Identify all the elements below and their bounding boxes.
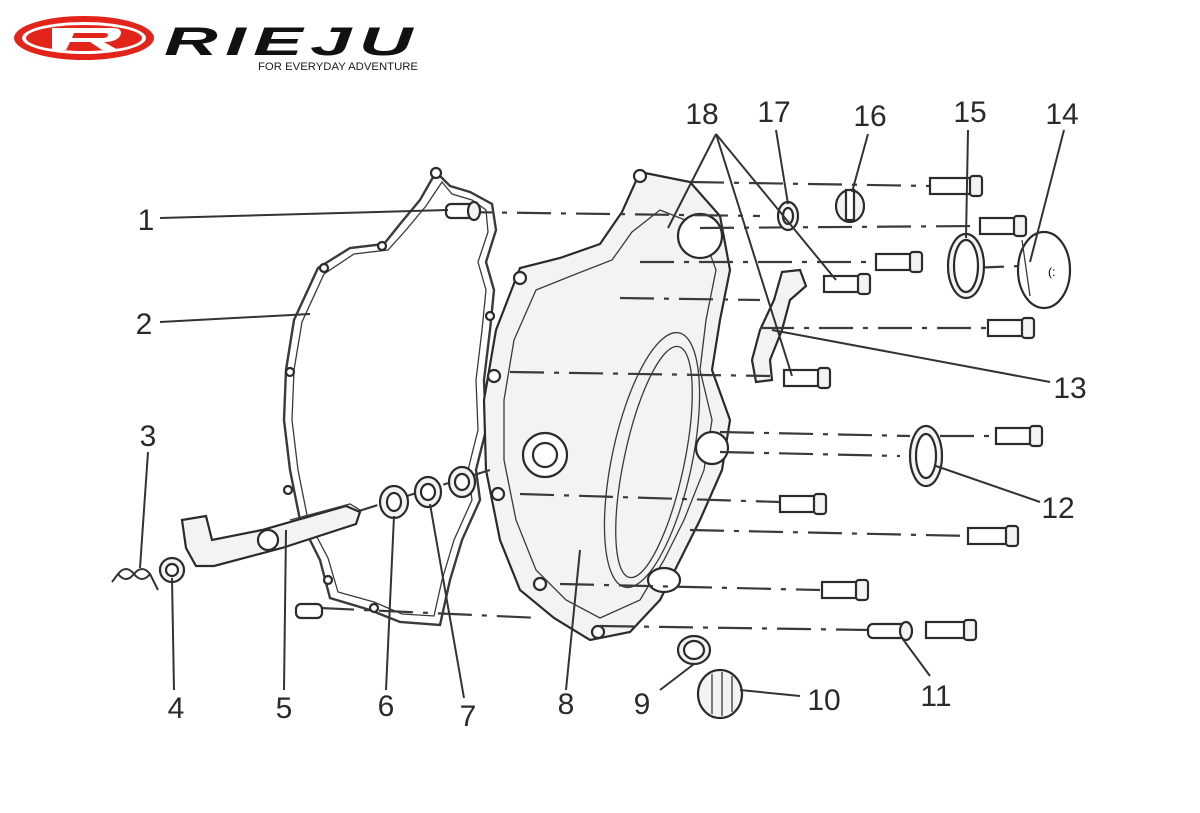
callout-8: 8 <box>558 688 575 721</box>
callout-2: 2 <box>136 308 153 341</box>
bolt <box>966 524 1020 548</box>
washer-6 <box>378 484 410 520</box>
bolt <box>994 424 1044 448</box>
o-ring-9 <box>676 634 712 666</box>
callout-6: 6 <box>378 690 395 723</box>
bolt <box>820 578 870 602</box>
cap-14: (: <box>1016 230 1072 310</box>
svg-text:(:: (: <box>1048 265 1055 279</box>
callout-11: 11 <box>920 680 951 713</box>
gasket <box>282 170 498 627</box>
dowel-pin <box>866 620 914 642</box>
seal-7 <box>413 475 443 509</box>
leader-lines <box>139 129 1065 699</box>
dowel-pin <box>294 602 324 620</box>
callout-10: 10 <box>807 684 840 717</box>
callout-9: 9 <box>634 688 651 721</box>
bolt <box>822 272 872 296</box>
callout-4: 4 <box>168 692 185 725</box>
callout-16: 16 <box>853 100 886 133</box>
seals: (: <box>158 188 1072 720</box>
callout-5: 5 <box>276 692 293 725</box>
spring-3 <box>111 568 159 591</box>
bolt <box>924 618 978 642</box>
release-shaft-5 <box>180 503 362 568</box>
callout-3: 3 <box>140 420 157 453</box>
bolt <box>778 492 828 516</box>
dowel-pin <box>444 200 482 222</box>
callout-14: 14 <box>1045 98 1078 131</box>
callout-15: 15 <box>953 96 986 129</box>
o-ring-17 <box>776 200 800 232</box>
callout-17: 17 <box>757 96 790 129</box>
o-ring-15 <box>946 232 986 300</box>
callout-13: 13 <box>1053 372 1086 405</box>
seal-12 <box>908 424 944 488</box>
plug-10 <box>696 668 744 720</box>
lever-bracket <box>750 268 808 384</box>
logo-tagline: FOR EVERYDAY ADVENTURE <box>258 61 418 73</box>
plug-16 <box>834 188 866 224</box>
bolt <box>782 366 832 390</box>
callout-1: 1 <box>138 204 155 237</box>
bolt <box>874 250 924 274</box>
rieju-logo: RIEJU FOR EVERYDAY ADVENTURE <box>14 16 420 73</box>
logo-wordmark: RIEJU <box>164 20 420 64</box>
logo-emblem <box>14 16 154 60</box>
bolt <box>928 174 984 198</box>
bolt <box>978 214 1028 238</box>
callouts: 1 2 3 4 5 6 7 8 9 10 11 12 13 14 15 16 1… <box>136 96 1087 733</box>
callout-7: 7 <box>460 700 477 733</box>
bolt <box>986 316 1036 340</box>
callout-18: 18 <box>685 98 718 131</box>
callout-12: 12 <box>1041 492 1074 525</box>
seal <box>447 465 477 499</box>
